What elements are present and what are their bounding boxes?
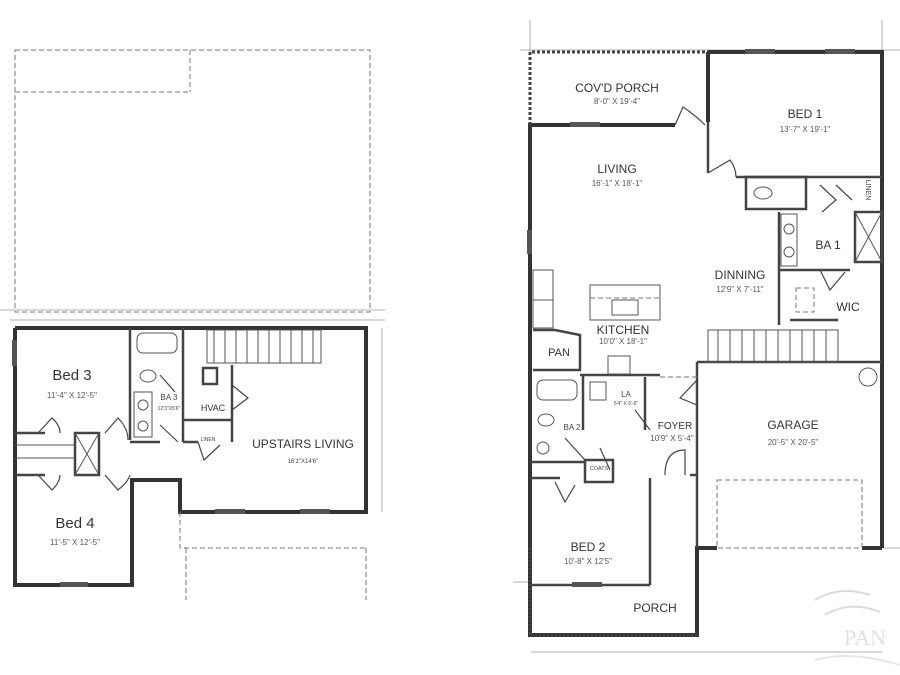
room-label: GARAGE	[767, 418, 818, 432]
room-size: 16'1"X14'6"	[288, 459, 319, 465]
room-size: 11'-5" X 12'-5"	[50, 538, 100, 547]
room-label: COATS	[590, 466, 609, 472]
room-label: BA 2	[564, 423, 581, 432]
room-size: 5'4" X 6'-6"	[614, 401, 639, 407]
room-label: Bed 4	[55, 515, 94, 532]
upper-exterior-wall	[13, 326, 368, 587]
upper-floor-plan: Bed 3 11'-4" X 12'-5" Bed 4 11'-5" X 12'…	[0, 49, 385, 600]
room-label: LIVING	[597, 162, 636, 176]
room-size: 8'-0" X 19'-4"	[594, 97, 640, 106]
room-label: BA 3	[161, 393, 178, 402]
room-label: UPSTAIRS LIVING	[252, 437, 354, 451]
room-size: 10'9" X 5'-4"	[650, 434, 694, 443]
svg-text:PAN: PAN	[844, 625, 886, 650]
room-label: PAN	[548, 347, 570, 359]
room-label: LINEN	[864, 180, 871, 201]
room-label: BED 2	[571, 540, 606, 554]
main-floor-plan: LINEN	[513, 20, 900, 653]
room-size: 12'3"X5'6"	[158, 406, 181, 412]
watermark-logo: PAN	[814, 590, 900, 666]
room-label: LA	[621, 390, 631, 399]
room-size: 11'-4" X 12'-5"	[47, 391, 97, 400]
room-label: WIC	[836, 300, 860, 314]
room-size: 16'-1" X 18'-1"	[592, 179, 643, 188]
room-label: Bed 3	[52, 367, 91, 384]
room-label: PORCH	[633, 601, 676, 615]
room-label: DINNING	[715, 268, 766, 282]
room-label: COV'D PORCH	[575, 81, 659, 95]
room-label: FOYER	[658, 421, 692, 432]
room-label: BA 1	[815, 238, 841, 252]
room-size: 10'0" X 18'-1"	[599, 337, 647, 346]
main-stairs	[707, 329, 839, 363]
room-size: 10'-8" X 12'5"	[564, 557, 612, 566]
roof-outline	[14, 49, 371, 313]
room-label: BED 1	[788, 107, 823, 121]
upper-stairs	[206, 329, 322, 364]
room-size: 13'-7" X 19'-1"	[780, 125, 831, 134]
room-size: 20'-5" X 20'-5"	[768, 438, 819, 447]
room-label: LINEN	[201, 437, 216, 443]
room-label: HVAC	[201, 403, 226, 413]
room-label: KITCHEN	[597, 323, 650, 337]
room-size: 12'9" X 7'-11"	[716, 285, 763, 294]
